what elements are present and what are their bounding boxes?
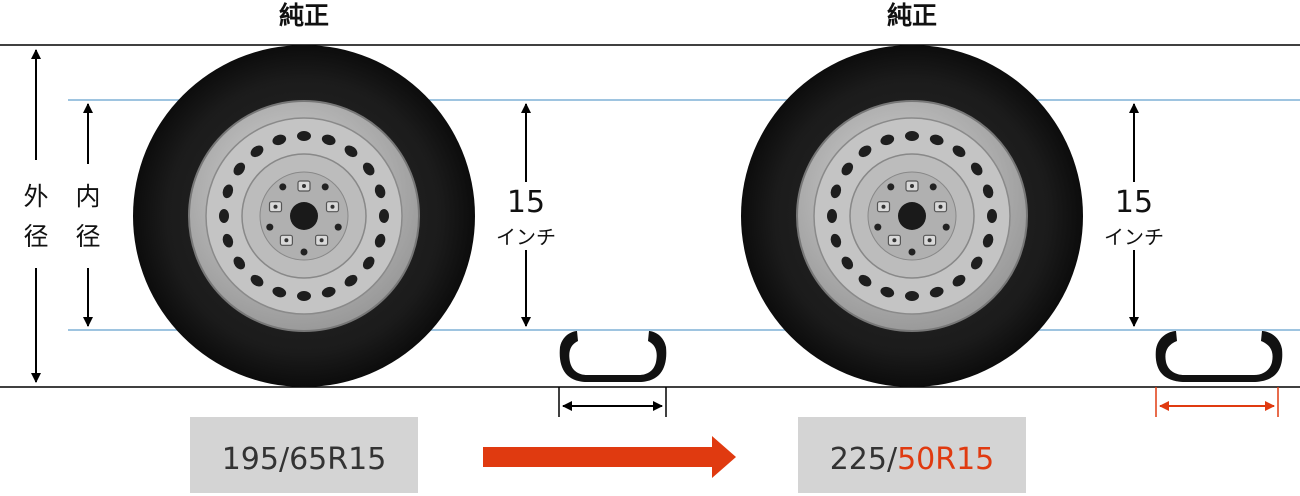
vent-hole <box>841 162 854 176</box>
vent-hole <box>219 209 229 223</box>
vent-hole <box>982 184 994 199</box>
tire-2-cross-section <box>1155 331 1283 382</box>
vent-hole <box>830 184 842 199</box>
vent-hole <box>970 256 983 270</box>
vent-hole <box>222 233 234 248</box>
inner-diameter-label-1: 内 <box>75 182 100 211</box>
spec-after-highlight: 50R15 <box>897 442 994 477</box>
hub-hole <box>300 248 308 256</box>
vent-hole <box>841 256 854 270</box>
lug-nut-center <box>330 204 335 209</box>
hub-hole <box>279 183 287 191</box>
vent-hole <box>982 233 994 248</box>
vent-hole <box>233 256 246 270</box>
lug-nut-center <box>927 238 932 243</box>
vent-hole <box>344 274 358 287</box>
vent-hole <box>929 286 944 298</box>
vent-hole <box>250 274 264 287</box>
vent-hole <box>827 209 837 223</box>
lug-nut-center <box>302 184 306 188</box>
rim-1-size-value: 15 <box>507 185 545 220</box>
outer-diameter-label-1: 外 <box>23 182 48 211</box>
vent-hole <box>970 162 983 176</box>
rim-2-size-value: 15 <box>1115 185 1153 220</box>
vent-hole <box>233 162 246 176</box>
rim-1-vent-holes <box>219 131 389 301</box>
hub-hole <box>942 223 950 231</box>
vent-hole <box>362 256 375 270</box>
hub-hole <box>334 223 342 231</box>
vent-hole <box>321 134 336 146</box>
vent-hole <box>952 274 966 287</box>
spec-box-after <box>798 417 1026 493</box>
rim-2-size-unit: インチ <box>1104 225 1164 249</box>
spec-after-text: 225/50R15 <box>830 442 995 477</box>
tire-1-cross-section <box>559 331 667 382</box>
rim-1-lug-nuts <box>266 180 342 256</box>
vent-hole <box>987 209 997 223</box>
vent-hole <box>250 145 264 158</box>
lug-nut-center <box>881 204 886 209</box>
spec-after-prefix: 225/ <box>830 442 898 477</box>
rim-1-center-bore <box>290 202 318 230</box>
hub-hole <box>929 183 937 191</box>
wheel-1-title: 純正 <box>279 1 329 30</box>
spec-box-before <box>190 417 418 493</box>
vent-hole <box>297 291 311 301</box>
rim-2-center-bore <box>898 202 926 230</box>
rim-2-lug-nuts <box>874 180 950 256</box>
lug-nut-center <box>284 238 289 243</box>
vent-hole <box>362 162 375 176</box>
lug-nut-center <box>273 204 278 209</box>
hub-hole <box>321 183 329 191</box>
vent-hole <box>858 145 872 158</box>
vent-hole <box>344 145 358 158</box>
vent-hole <box>379 209 389 223</box>
vent-hole <box>830 233 842 248</box>
vent-hole <box>321 286 336 298</box>
vent-hole <box>272 134 287 146</box>
lug-nut-center <box>892 238 897 243</box>
vent-hole <box>905 291 919 301</box>
hub-hole <box>908 248 916 256</box>
vent-hole <box>929 134 944 146</box>
outer-diameter-label-2: 径 <box>23 222 48 251</box>
wheel-1 <box>133 45 475 387</box>
inner-diameter-label-2: 径 <box>75 222 100 251</box>
rim-1-size-unit: インチ <box>496 225 556 249</box>
vent-hole <box>297 131 311 141</box>
hub-hole <box>266 223 274 231</box>
hub-hole <box>887 183 895 191</box>
vent-hole <box>374 233 386 248</box>
lug-nut-center <box>910 184 914 188</box>
vent-hole <box>880 286 895 298</box>
vent-hole <box>858 274 872 287</box>
lug-nut-center <box>319 238 324 243</box>
spec-before-text: 195/65R15 <box>222 442 387 477</box>
vent-hole <box>374 184 386 199</box>
vent-hole <box>880 134 895 146</box>
vent-hole <box>952 145 966 158</box>
wheel-2-title: 純正 <box>887 1 937 30</box>
rim-2-vent-holes <box>827 131 997 301</box>
vent-hole <box>905 131 919 141</box>
vent-hole <box>222 184 234 199</box>
vent-hole <box>272 286 287 298</box>
wheel-2 <box>741 45 1083 387</box>
lug-nut-center <box>938 204 943 209</box>
hub-hole <box>874 223 882 231</box>
change-arrow <box>483 436 736 478</box>
